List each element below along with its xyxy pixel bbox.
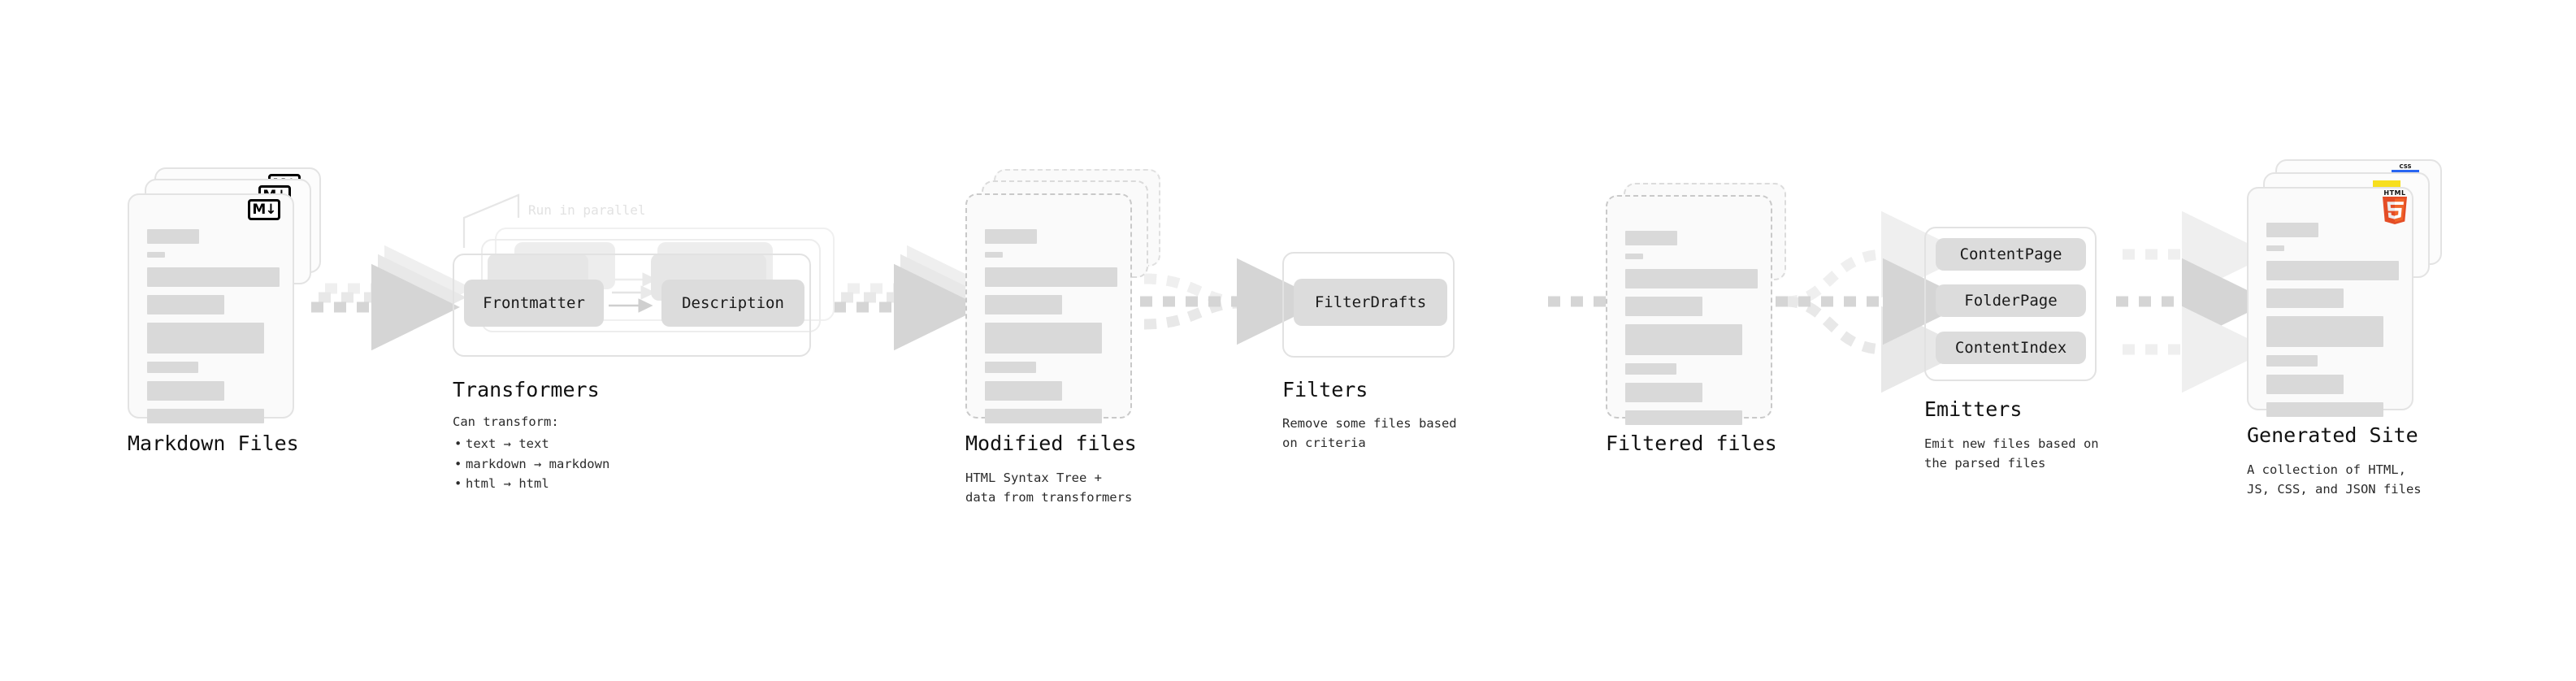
transformers-bullet-item: text → text xyxy=(454,434,609,454)
modified-files-subtitle: HTML Syntax Tree + data from transformer… xyxy=(965,471,1133,505)
emitter-node-folderpage[interactable]: FolderPage xyxy=(1936,284,2086,317)
modified-card-front[interactable] xyxy=(965,193,1132,423)
filter-node-filterdrafts[interactable]: FilterDrafts xyxy=(1294,279,1447,326)
markdown-card-content-lines xyxy=(147,229,280,432)
generated-card-front[interactable] xyxy=(2247,187,2413,417)
transformers-bullet-item: html → html xyxy=(454,474,609,494)
transformers-description: Can transform: text → text markdown → ma… xyxy=(453,412,609,494)
filtered-files-title: Filtered files xyxy=(1606,432,1777,455)
transformers-box-front[interactable] xyxy=(453,254,811,357)
html5-badge-word: HTML xyxy=(2383,189,2406,197)
transformers-bullet-item: markdown → markdown xyxy=(454,454,609,475)
transformer-node-frontmatter[interactable]: Frontmatter xyxy=(464,280,604,327)
arrow-transformers-to-modified xyxy=(834,245,995,351)
markdown-card-front[interactable] xyxy=(128,193,294,423)
arrow-markdown-to-transformers xyxy=(311,245,473,351)
filters-box[interactable] xyxy=(1282,252,1455,358)
filtered-card-front[interactable] xyxy=(1606,195,1772,425)
arrow-filtered-to-emitters xyxy=(1776,210,1971,393)
filters-title: Filters xyxy=(1282,378,1368,401)
html5-badge-shield: HTML xyxy=(2381,189,2409,224)
generated-card-content-lines xyxy=(2266,223,2399,425)
emitters-title: Emitters xyxy=(1924,397,2023,421)
html5-icon: HTML xyxy=(2381,189,2409,224)
markdown-icon-front: M↓ xyxy=(248,199,280,220)
transformers-bullets-head: Can transform: xyxy=(453,414,559,429)
emitter-node-contentpage[interactable]: ContentPage xyxy=(1936,238,2086,271)
markdown-badge-glyph: M↓ xyxy=(248,199,280,220)
emitter-node-contentindex[interactable]: ContentIndex xyxy=(1936,332,2086,364)
transformers-title: Transformers xyxy=(453,378,600,401)
generated-site-subtitle: A collection of HTML, JS, CSS, and JSON … xyxy=(2247,462,2422,497)
filtered-card-content-lines xyxy=(1625,231,1758,433)
filters-subtitle: Remove some files based on criteria xyxy=(1282,416,1457,451)
css3-badge-word: CSS xyxy=(2399,163,2412,170)
emitters-subtitle: Emit new files based on the parsed files xyxy=(1924,436,2099,471)
transformers-bullet-list: text → text markdown → markdown html → h… xyxy=(453,434,609,494)
generated-site-title: Generated Site xyxy=(2247,423,2418,447)
transformer-node-description[interactable]: Description xyxy=(661,280,804,327)
emitters-box[interactable] xyxy=(1924,227,2097,381)
run-in-parallel-label: Run in parallel xyxy=(528,202,646,218)
modified-card-content-lines xyxy=(985,229,1117,432)
markdown-files-title: Markdown Files xyxy=(128,432,299,455)
arrow-emitters-to-site xyxy=(2116,210,2270,393)
arrow-modified-to-filters xyxy=(1140,258,1325,345)
modified-files-title: Modified files xyxy=(965,432,1137,455)
